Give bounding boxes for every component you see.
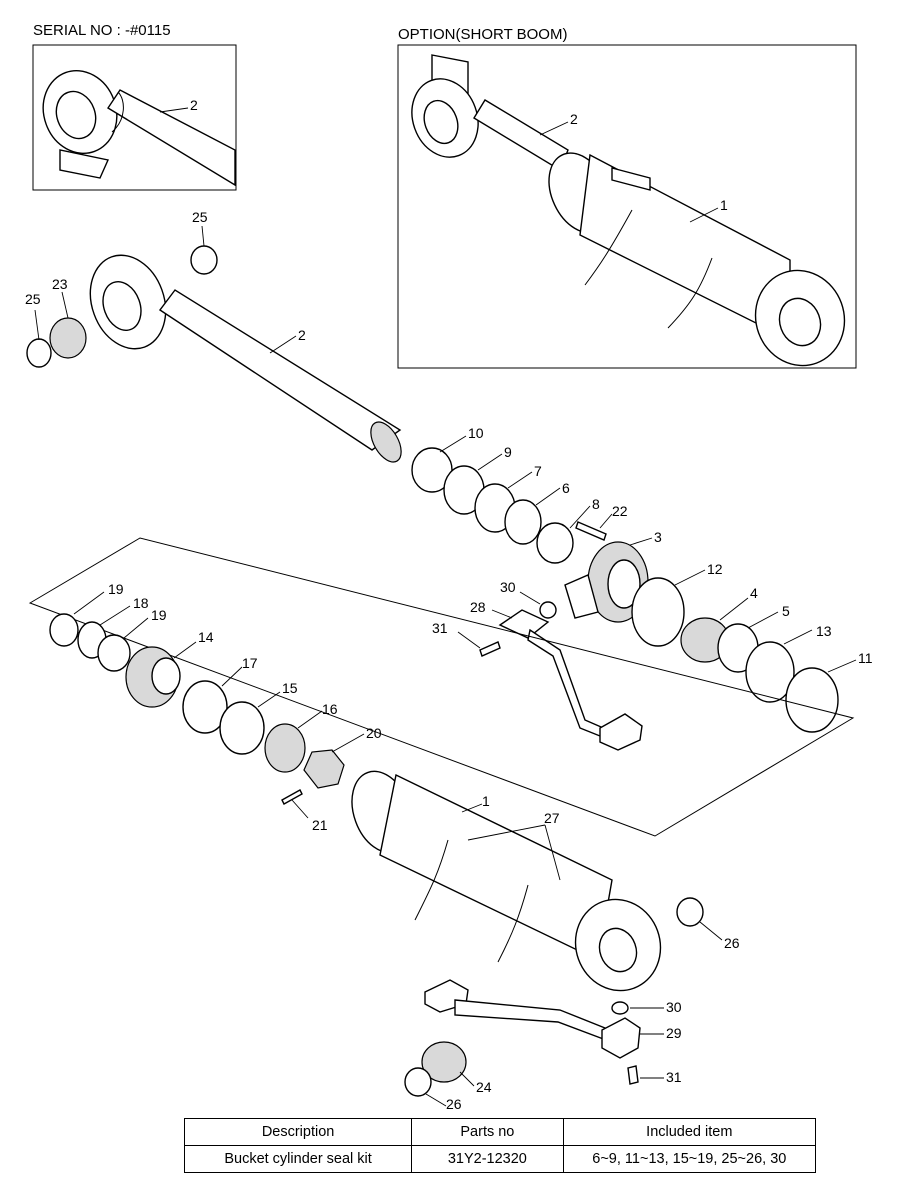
bushing-24 [421,1041,467,1083]
table-cell-parts-no: 31Y2-12320 [411,1145,564,1173]
table-header-parts-no: Parts no [411,1118,564,1146]
callout-5: 5 [782,603,790,619]
ring-11 [785,667,839,733]
callout-4: 4 [750,585,758,601]
callout-25-top: 25 [192,209,208,225]
table-cell-included-item: 6~9, 11~13, 15~19, 25~26, 30 [562,1145,817,1173]
callout-22: 22 [612,503,628,519]
callout-17: 17 [242,655,258,671]
callout-1-main: 1 [482,793,490,809]
table-header-description: Description [183,1118,413,1146]
callout-19-b: 19 [151,607,167,623]
callout-3: 3 [654,529,662,545]
callout-11: 11 [858,650,873,666]
callout-30-bottom: 30 [666,999,682,1015]
callout-2-main: 2 [298,327,306,343]
seal-25-top [190,245,218,275]
pipe-28 [498,609,643,751]
seal-25-left [26,338,52,368]
callout-18: 18 [133,595,149,611]
cylinder-tube [351,770,662,992]
piston-rod [89,254,402,463]
ring-12 [631,577,685,647]
callout-29: 29 [666,1025,682,1041]
callout-10: 10 [468,425,484,441]
ring-13 [745,641,795,703]
callout-13: 13 [816,623,832,639]
table-header-row: Description Parts no Included item [183,1118,817,1146]
nut-20 [303,749,345,789]
table-row: Bucket cylinder seal kit 31Y2-12320 6~9,… [183,1145,817,1173]
callout-2-serial: 2 [190,97,198,113]
callout-6: 6 [562,480,570,496]
callout-1-option: 1 [720,197,728,213]
table-cell-description: Bucket cylinder seal kit [183,1145,413,1173]
piston-14 [125,646,181,708]
table-header-included-item: Included item [562,1118,817,1146]
callout-20: 20 [366,725,382,741]
callout-26-right: 26 [724,935,740,951]
callout-27: 27 [544,810,560,826]
callout-2-option: 2 [570,111,578,127]
callout-9: 9 [504,444,512,460]
callout-30-top: 30 [500,579,516,595]
callout-25-left: 25 [25,291,41,307]
serial-number-label: SERIAL NO : -#0115 [33,22,171,39]
callout-15: 15 [282,680,298,696]
callout-21: 21 [312,817,328,833]
seal-kit-table: Description Parts no Included item Bucke… [183,1118,817,1173]
callout-16: 16 [322,701,338,717]
callout-19-a: 19 [108,581,124,597]
bushing-23 [49,317,87,359]
seal-26-right [676,897,704,927]
callout-26-bottom: 26 [446,1096,462,1110]
callout-7: 7 [534,463,542,479]
serial-rod-eye-illustration [42,69,236,187]
serial-inset-frame [32,44,237,191]
callout-31-bottom: 31 [666,1069,682,1085]
callout-8: 8 [592,496,600,512]
option-cylinder-illustration [411,54,846,367]
callout-14: 14 [198,629,214,645]
exploded-parts-diagram: 2 2 1 2 25 23 25 10 9 7 [25,44,873,1110]
option-inset-frame [397,44,857,369]
option-short-boom-label: OPTION(SHORT BOOM) [398,26,568,43]
piston-kit-outline [28,537,855,837]
callout-12: 12 [707,561,723,577]
seal-26-bottom [404,1067,432,1097]
callout-31-top: 31 [432,620,448,636]
callout-24: 24 [476,1079,492,1095]
callout-28: 28 [470,599,486,615]
callout-23: 23 [52,276,68,292]
pipe-29 [424,979,641,1059]
